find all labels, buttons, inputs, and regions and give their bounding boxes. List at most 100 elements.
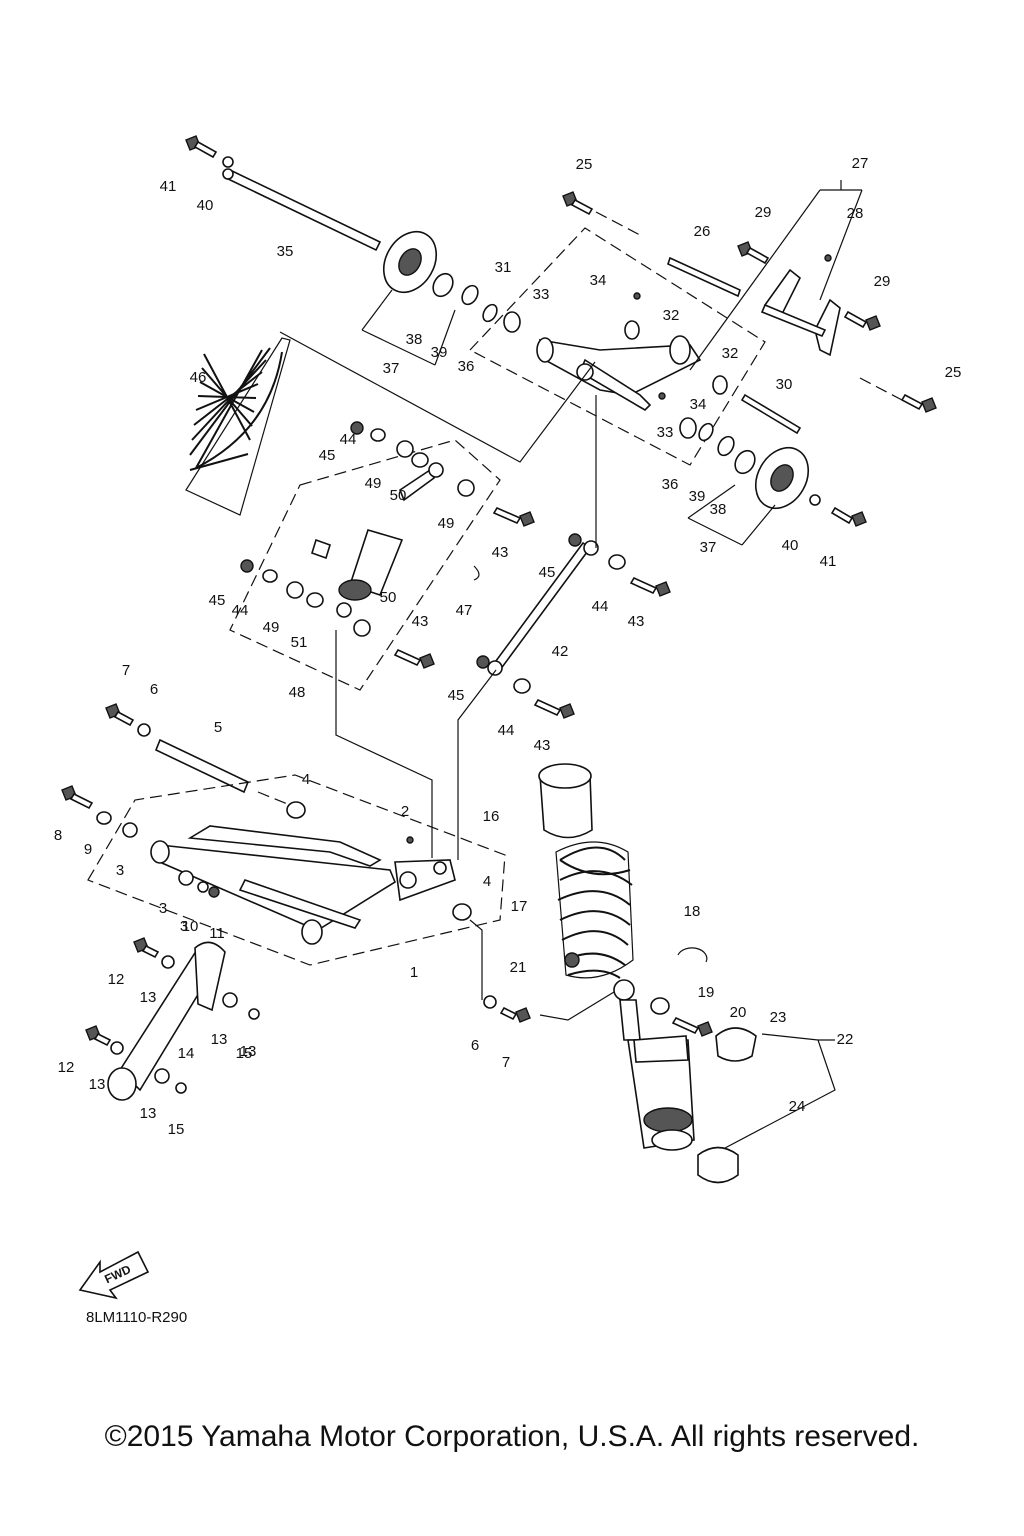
part-number-43: 43	[628, 613, 645, 630]
bushing-3-bottom	[178, 870, 194, 886]
idler-wheel-left	[382, 231, 498, 323]
part-number-2: 2	[401, 803, 409, 820]
part-number-45: 45	[448, 687, 465, 704]
bolt-25-right	[900, 393, 937, 413]
part-number-50: 50	[380, 589, 397, 606]
nipple-2	[406, 836, 414, 844]
bushing-32-upper	[624, 320, 640, 340]
part-number-48: 48	[289, 684, 306, 701]
rear-arm-1	[150, 825, 456, 945]
leader-27	[689, 180, 863, 371]
leader-shock-mount	[539, 991, 615, 1021]
part-number-25: 25	[945, 364, 962, 381]
bolt-7-bottom	[499, 1006, 531, 1023]
bolt-8	[61, 785, 94, 810]
part-number-33: 33	[657, 424, 674, 441]
bushing-3-top	[122, 822, 138, 838]
part-number-11: 11	[209, 925, 225, 942]
part-number-37: 37	[700, 539, 717, 556]
part-number-19: 19	[698, 984, 715, 1001]
part-number-34: 34	[590, 272, 607, 289]
part-number-7: 7	[502, 1054, 510, 1071]
link-rod-42	[487, 540, 599, 676]
bolt-43-link-top	[629, 576, 671, 597]
washer-6-bottom	[483, 995, 497, 1009]
part-number-47: 47	[456, 602, 473, 619]
part-number-12: 12	[108, 971, 125, 988]
group-box-48	[229, 439, 501, 691]
part-number-29: 29	[755, 204, 772, 221]
part-number-6: 6	[471, 1037, 479, 1054]
part-number-27: 27	[852, 155, 869, 172]
part-number-37: 37	[383, 360, 400, 377]
bolt-25-top	[562, 191, 594, 216]
collar-44-upper	[370, 428, 386, 442]
part-number-29: 29	[874, 273, 891, 290]
part-number-20: 20	[730, 1004, 747, 1021]
part-number-26: 26	[694, 223, 711, 240]
bushing-33-right	[679, 417, 697, 439]
idler-wheel-right	[698, 422, 810, 509]
nut-15-top	[248, 1008, 260, 1020]
part-number-44: 44	[592, 598, 609, 615]
part-number-21: 21	[510, 959, 527, 976]
bushing-4-top	[286, 801, 306, 819]
part-number-12: 12	[58, 1059, 75, 1076]
part-number-49: 49	[438, 515, 455, 532]
leader-4-bottom	[469, 919, 483, 1000]
part-number-43: 43	[412, 613, 429, 630]
bushing-49-lower-left	[286, 581, 304, 599]
bushing-24	[697, 1146, 739, 1184]
part-number-16: 16	[483, 808, 500, 825]
group-box-31	[469, 227, 766, 466]
part-number-34: 34	[690, 396, 707, 413]
bushing-49-lower-right	[353, 619, 371, 637]
spring-17	[555, 841, 634, 979]
part-number-3: 3	[116, 862, 124, 879]
part-number-44: 44	[232, 602, 249, 619]
bushing-33-left	[503, 311, 521, 333]
bolt-41-right	[830, 506, 867, 527]
part-number-13: 13	[240, 1043, 257, 1060]
bolt-43-lower	[393, 648, 435, 669]
part-number-38: 38	[406, 331, 423, 348]
collar-9	[96, 811, 112, 825]
part-number-13: 13	[140, 1105, 157, 1122]
shock-body-22	[613, 979, 695, 1151]
part-number-17: 17	[511, 898, 528, 915]
part-number-23: 23	[770, 1009, 787, 1026]
part-number-13: 13	[211, 1031, 228, 1048]
washer-6-top	[137, 723, 151, 737]
part-number-46: 46	[190, 369, 207, 386]
part-number-49: 49	[365, 475, 382, 492]
nut-11	[208, 886, 220, 898]
washer-40-top	[222, 156, 234, 168]
grease-nipple-34-top	[633, 292, 641, 300]
part-number-9: 9	[84, 841, 92, 858]
part-number-44: 44	[340, 431, 357, 448]
leader-46-box	[279, 331, 596, 463]
spring-46	[185, 337, 291, 516]
part-number-28: 28	[847, 205, 864, 222]
nut-21	[564, 952, 580, 968]
part-number-31: 31	[495, 259, 512, 276]
bolt-43-upper	[492, 506, 535, 527]
bushing-32-lower	[712, 375, 728, 395]
part-number-39: 39	[689, 488, 706, 505]
part-number-44: 44	[498, 722, 515, 739]
group-box-1	[87, 774, 506, 966]
part-number-15: 15	[236, 1045, 253, 1062]
part-number-33: 33	[533, 286, 550, 303]
bolt-12-bottom	[85, 1025, 112, 1047]
bracket-37-right	[687, 484, 776, 546]
diagram-reference-code: 8LM1110-R290	[86, 1309, 188, 1326]
grease-nipple-34-mid	[658, 392, 666, 400]
part-number-15: 15	[168, 1121, 185, 1138]
bracket-37-left	[361, 289, 456, 366]
bolt-29-left	[737, 241, 770, 265]
part-number-18: 18	[684, 903, 701, 920]
bracket-27	[760, 268, 841, 357]
washer-13-a	[161, 955, 175, 969]
part-number-32: 32	[722, 345, 739, 362]
